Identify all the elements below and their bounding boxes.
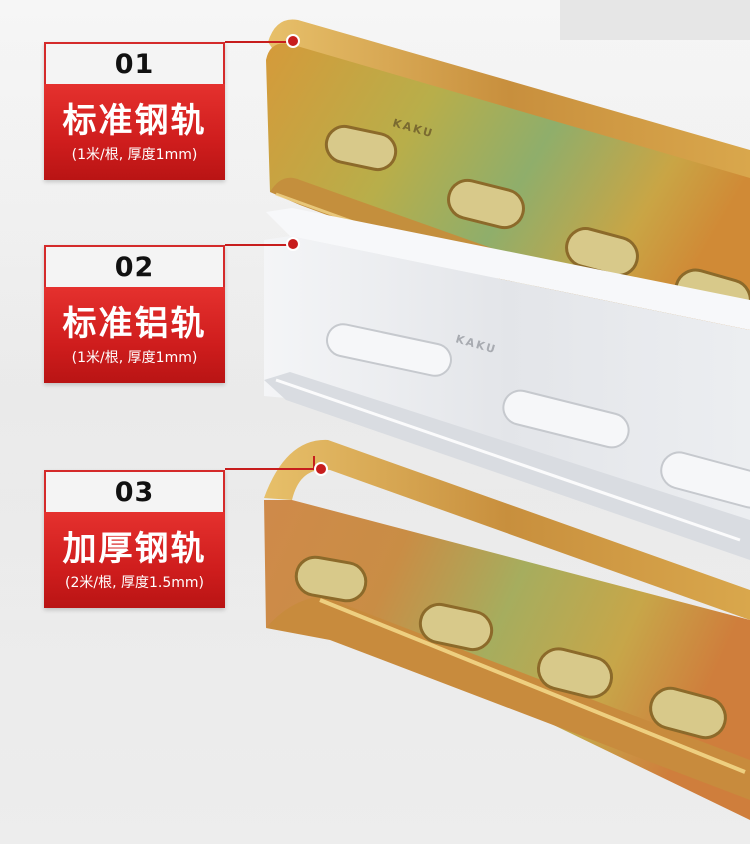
rail-02-slot [660, 451, 750, 509]
rail-label-body: 标准钢轨 (1米/根, 厚度1mm) [44, 84, 225, 180]
rail-label-03: 03 加厚钢轨 (2米/根, 厚度1.5mm) [44, 470, 225, 608]
leader-line-03-vertical [313, 456, 315, 470]
rail-03-slot [418, 602, 494, 652]
rail-spec: (1米/根, 厚度1mm) [71, 147, 198, 163]
leader-line-02 [225, 244, 293, 246]
rail-03-slot [537, 647, 613, 699]
rail-01-slot [447, 178, 525, 230]
rail-01-slot [324, 124, 398, 172]
rail-number: 02 [44, 245, 225, 287]
leader-dot-02 [286, 237, 300, 251]
rail-02-aluminum: KAKU [264, 208, 750, 560]
rail-02-slot [326, 323, 452, 377]
rail-number: 01 [44, 42, 225, 84]
leader-dot-03 [314, 462, 328, 476]
rail-number: 03 [44, 470, 225, 512]
rail-03-thick-steel [264, 439, 750, 820]
leader-dot-01 [286, 34, 300, 48]
rail-03-slot [294, 555, 368, 603]
rail-label-02: 02 标准铝轨 (1米/根, 厚度1mm) [44, 245, 225, 383]
rail-03-slot [649, 686, 727, 740]
rail-title: 加厚钢轨 [62, 529, 207, 569]
rail-title: 标准钢轨 [62, 101, 207, 141]
rail-spec: (2米/根, 厚度1.5mm) [65, 575, 204, 591]
rail-title: 标准铝轨 [62, 304, 207, 344]
rail-label-body: 标准铝轨 (1米/根, 厚度1mm) [44, 287, 225, 383]
rail-02-slot [502, 389, 630, 449]
leader-line-01 [225, 41, 293, 43]
rail-label-01: 01 标准钢轨 (1米/根, 厚度1mm) [44, 42, 225, 180]
rail-spec: (1米/根, 厚度1mm) [71, 350, 198, 366]
leader-line-03 [225, 468, 315, 470]
rail-label-body: 加厚钢轨 (2米/根, 厚度1.5mm) [44, 512, 225, 608]
